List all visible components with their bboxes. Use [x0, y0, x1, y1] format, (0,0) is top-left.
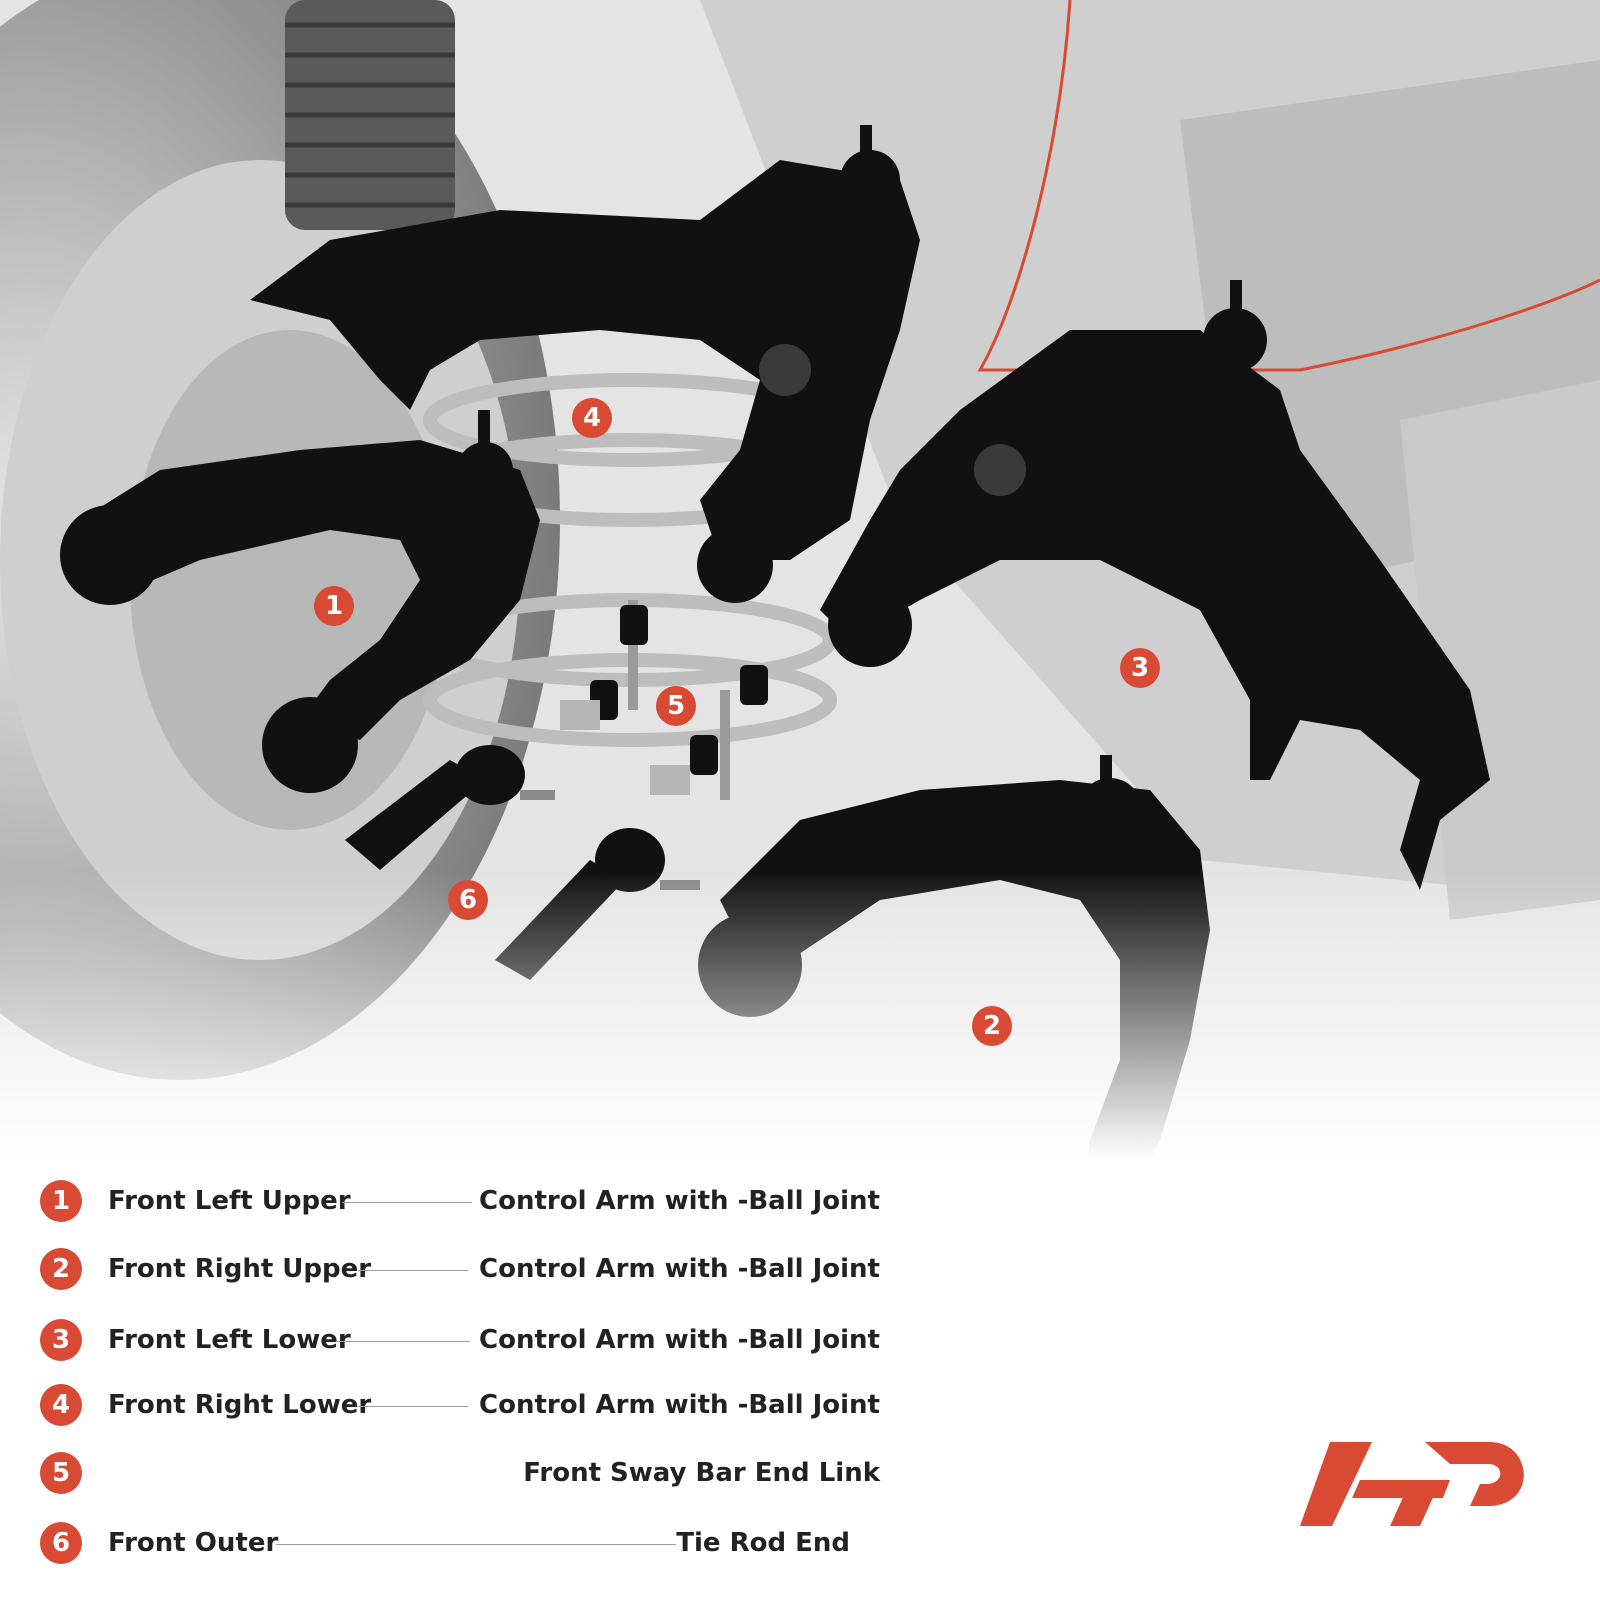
brand-logo — [1300, 1420, 1540, 1530]
legend-row: 1 Front Left Upper Control Arm with -Bal… — [40, 1180, 880, 1224]
product-photo — [0, 0, 1600, 1160]
legend-divider — [358, 1406, 468, 1407]
legend-part: Control Arm with -Ball Joint — [479, 1390, 880, 1420]
photo-fade — [0, 0, 1600, 1160]
callout-4: 4 — [572, 398, 612, 438]
legend-number: 4 — [40, 1384, 82, 1426]
legend-divider — [358, 1270, 468, 1271]
callout-1: 1 — [314, 586, 354, 626]
legend-position: Front Right Lower — [108, 1390, 372, 1420]
legend-position: Front Outer — [108, 1528, 279, 1558]
legend-position: Front Right Upper — [108, 1254, 372, 1284]
legend-row: 3 Front Left Lower Control Arm with -Bal… — [40, 1319, 880, 1363]
legend-number: 1 — [40, 1180, 82, 1222]
legend-position: Front Left Lower — [108, 1325, 351, 1355]
legend-part: Front Sway Bar End Link — [523, 1458, 880, 1488]
legend-row: 2 Front Right Upper Control Arm with -Ba… — [40, 1248, 880, 1292]
legend-part: Control Arm with -Ball Joint — [479, 1325, 880, 1355]
callout-3: 3 — [1120, 648, 1160, 688]
brand-logo-mark — [1300, 1442, 1524, 1526]
legend-part: Tie Rod End — [676, 1528, 850, 1558]
legend-part: Control Arm with -Ball Joint — [479, 1254, 880, 1284]
legend-divider — [276, 1544, 676, 1545]
legend-number: 2 — [40, 1248, 82, 1290]
callout-6: 6 — [448, 880, 488, 920]
legend-position: Front Left Upper — [108, 1186, 351, 1216]
legend-number: 3 — [40, 1319, 82, 1361]
callout-2: 2 — [972, 1006, 1012, 1046]
legend-row: 4 Front Right Lower Control Arm with -Ba… — [40, 1384, 880, 1428]
parts-legend: 1 Front Left Upper Control Arm with -Bal… — [40, 1180, 880, 1580]
legend-part: Control Arm with -Ball Joint — [479, 1186, 880, 1216]
legend-divider — [342, 1202, 472, 1203]
legend-row: 5 Front Sway Bar End Link — [40, 1452, 880, 1496]
legend-row: 6 Front Outer Tie Rod End — [40, 1522, 880, 1566]
legend-number: 6 — [40, 1522, 82, 1564]
legend-divider — [336, 1341, 470, 1342]
product-illustration — [0, 0, 1600, 1160]
legend-number: 5 — [40, 1452, 82, 1494]
callout-5: 5 — [656, 686, 696, 726]
